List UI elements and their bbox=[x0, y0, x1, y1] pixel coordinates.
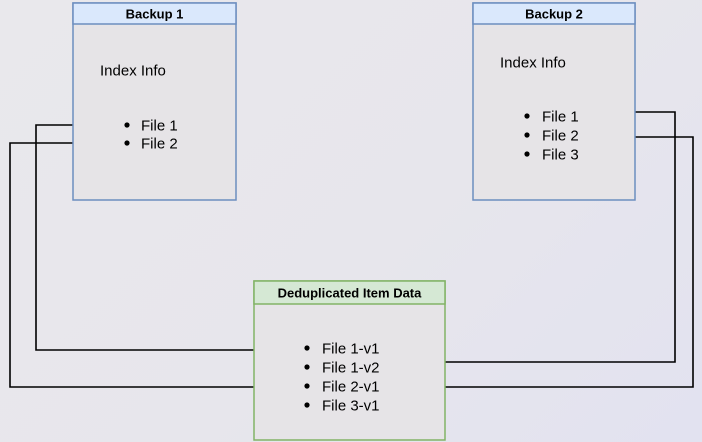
dedup-item: File 3-v1 bbox=[322, 397, 380, 414]
bullet-icon bbox=[524, 151, 530, 157]
bullet-icon bbox=[124, 122, 130, 128]
backup2-header bbox=[472, 2, 636, 25]
backup1-header bbox=[72, 2, 237, 25]
backup2-item: File 1 bbox=[542, 108, 579, 125]
dedup-item: File 2-v1 bbox=[322, 378, 380, 395]
backup1-item: File 2 bbox=[141, 135, 178, 152]
backup2-body bbox=[472, 2, 636, 201]
connector-backup1-file2-to-file2v1 bbox=[9, 142, 301, 393]
dedup-title: Deduplicated Item Data bbox=[278, 286, 423, 301]
backup1-item: File 1 bbox=[141, 117, 178, 134]
dedup-item: File 1-v2 bbox=[322, 359, 380, 376]
backup1-box: Backup 1 Index Info File 1 File 2 bbox=[72, 2, 237, 201]
backup1-section-label: Index Info bbox=[100, 62, 166, 79]
bullet-icon bbox=[524, 113, 530, 119]
bullet-icon bbox=[124, 140, 130, 146]
backup2-item: File 3 bbox=[542, 146, 579, 163]
backup2-box: Backup 2 Index Info File 1 File 2 File 3 bbox=[472, 2, 636, 201]
bullet-icon bbox=[304, 383, 310, 389]
backup2-file-list: File 1 File 2 File 3 bbox=[524, 108, 579, 163]
backup2-title: Backup 2 bbox=[525, 7, 583, 22]
backup1-body bbox=[72, 2, 237, 201]
bullet-icon bbox=[524, 132, 530, 138]
connector-backup2-file2-to-file2v1 bbox=[379, 136, 694, 393]
backup1-title: Backup 1 bbox=[126, 7, 184, 22]
backup1-file-list: File 1 File 2 bbox=[124, 117, 178, 152]
bullet-icon bbox=[304, 402, 310, 408]
bullet-icon bbox=[304, 364, 310, 370]
dedup-item: File 1-v1 bbox=[322, 340, 380, 357]
dedup-header bbox=[253, 280, 446, 305]
dedup-box: Deduplicated Item Data File 1-v1 File 1-… bbox=[253, 280, 446, 441]
backup2-item: File 2 bbox=[542, 127, 579, 144]
dedup-item-list: File 1-v1 File 1-v2 File 2-v1 File 3-v1 bbox=[304, 340, 380, 414]
bullet-icon bbox=[304, 345, 310, 351]
backup2-section-label: Index Info bbox=[500, 54, 566, 71]
